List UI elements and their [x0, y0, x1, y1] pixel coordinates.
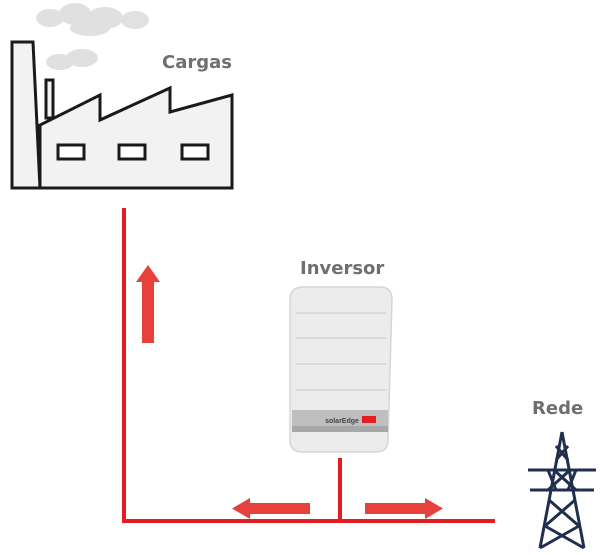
smoke-icon	[36, 3, 149, 70]
inverter-brand: solarEdge	[325, 418, 359, 425]
grid-label: Rede	[532, 398, 584, 419]
factory-icon	[10, 40, 234, 190]
loads-label: Cargas	[162, 52, 232, 73]
wire-lines	[122, 208, 495, 523]
arrow-right-icon	[365, 498, 443, 519]
arrow-left-icon	[232, 498, 310, 519]
inverter-icon: solarEdge	[289, 286, 393, 453]
transmission-tower-icon	[528, 431, 596, 550]
arrow-up-icon	[136, 265, 160, 343]
inverter-label: Inversor	[300, 258, 385, 279]
